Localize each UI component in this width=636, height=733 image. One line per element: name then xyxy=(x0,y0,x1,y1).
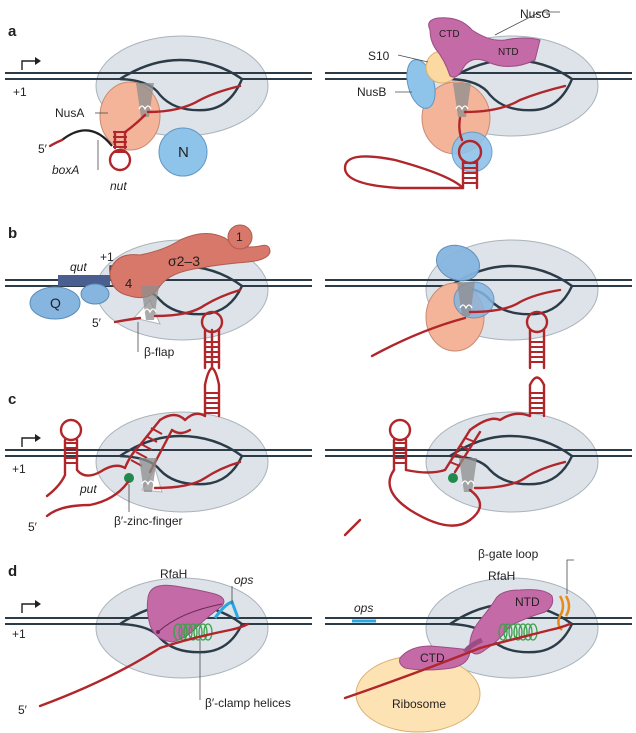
zinc-finger xyxy=(448,473,458,483)
put-hairpin-loop-2 xyxy=(200,310,224,334)
put-hairpin-loop-1 xyxy=(59,418,83,442)
tss-label: +1 xyxy=(13,85,27,99)
ribosome-label: Ribosome xyxy=(392,697,446,711)
panel-label-d: d xyxy=(8,563,17,580)
q-protein xyxy=(436,244,480,282)
put-hairpin-loop-1 xyxy=(388,418,412,442)
panel-c: c +1 xyxy=(5,310,632,537)
beta-flap-label: β-flap xyxy=(144,345,175,359)
nascent-rna xyxy=(473,460,567,490)
rfah-ctd xyxy=(399,645,471,671)
nusa-label: NusA xyxy=(55,106,84,120)
panel-label-b: b xyxy=(8,225,17,242)
ntd-label: NTD xyxy=(515,595,540,609)
panel-a-left: +1 N NusA 5′ boxA nut xyxy=(5,35,312,193)
nusg-protein xyxy=(428,17,541,78)
rfah-protein xyxy=(146,584,225,643)
five-prime-label: 5′ xyxy=(38,142,48,156)
ctd-label: CTD xyxy=(420,651,445,665)
nascent-rna xyxy=(468,288,562,314)
sigma-region-23-label: σ2–3 xyxy=(168,253,200,269)
put-label: put xyxy=(79,482,97,496)
nut-hairpin-loop xyxy=(108,148,132,172)
q-label: Q xyxy=(50,295,61,311)
nut-label: nut xyxy=(110,179,127,193)
panel-label-c: c xyxy=(8,391,16,408)
ops-label: ops xyxy=(234,573,253,587)
panel-b-left: qut +1 Q 4 σ2–3 1 5′ β-flap xyxy=(5,224,312,359)
beta-gate-label: β-gate loop xyxy=(478,547,539,561)
beta-clamp-label: β′-clamp helices xyxy=(205,696,291,710)
n-protein xyxy=(158,127,208,177)
q-protein xyxy=(29,286,81,320)
tss-label: +1 xyxy=(100,250,114,264)
qut-element xyxy=(58,275,110,286)
five-prime-label: 5′ xyxy=(28,520,38,534)
nascent-rna xyxy=(146,84,242,114)
five-prime-label: 5′ xyxy=(92,316,102,330)
sigma-region-4-label: 4 xyxy=(125,276,132,291)
panel-c-right xyxy=(325,310,632,537)
nusg-label: NusG xyxy=(520,7,551,21)
boxa-segment xyxy=(61,129,113,147)
nascent-rna xyxy=(343,622,572,700)
boxa-label: boxA xyxy=(52,163,79,177)
ops-label: ops xyxy=(354,601,373,615)
rfah-label: RfaH xyxy=(160,567,187,581)
panel-d: d +1 ops RfaH 5′ xyxy=(5,547,632,733)
rfah-label: RfaH xyxy=(488,569,515,583)
panel-d-right: ops Ribosome NTD CTD RfaH β-gate loop xyxy=(325,547,632,733)
beta-zinc-label: β′-zinc-finger xyxy=(114,514,183,528)
panel-label-a: a xyxy=(8,23,17,40)
panel-b: b qut +1 Q 4 σ2–3 1 5′ xyxy=(5,224,632,359)
tss-arrow xyxy=(21,603,38,613)
nascent-rna xyxy=(463,84,567,114)
panel-a-right: CTD NTD NusG S10 NusB xyxy=(325,7,632,190)
zinc-finger xyxy=(124,473,134,483)
sigma-region-1-label: 1 xyxy=(236,230,243,244)
rna-polymerase xyxy=(95,411,269,513)
qut-label: qut xyxy=(70,260,87,274)
five-prime-label: 5′ xyxy=(18,703,28,717)
s10-label: S10 xyxy=(368,49,390,63)
nascent-rna xyxy=(38,622,250,708)
tss-arrow xyxy=(21,437,38,447)
tss-arrow xyxy=(21,60,38,70)
tss-label: +1 xyxy=(12,462,26,476)
nusb-label: NusB xyxy=(357,85,386,99)
panel-a: a +1 N NusA 5′ boxA xyxy=(5,7,632,193)
panel-d-left: +1 ops RfaH 5′ β′-clamp helices xyxy=(5,567,312,717)
panel-c-left: +1 5′ put β′- xyxy=(5,310,312,534)
nascent-rna xyxy=(153,460,242,490)
nascent-rna xyxy=(153,288,242,318)
panel-b-right xyxy=(325,239,632,358)
ntd-label: NTD xyxy=(498,47,519,58)
ctd-label: CTD xyxy=(439,29,460,40)
tss-label: +1 xyxy=(12,627,26,641)
put-hairpin-loop-2 xyxy=(525,310,549,334)
rna-loop xyxy=(343,155,465,190)
n-label: N xyxy=(178,144,189,161)
beta-gate-loop xyxy=(557,595,571,631)
